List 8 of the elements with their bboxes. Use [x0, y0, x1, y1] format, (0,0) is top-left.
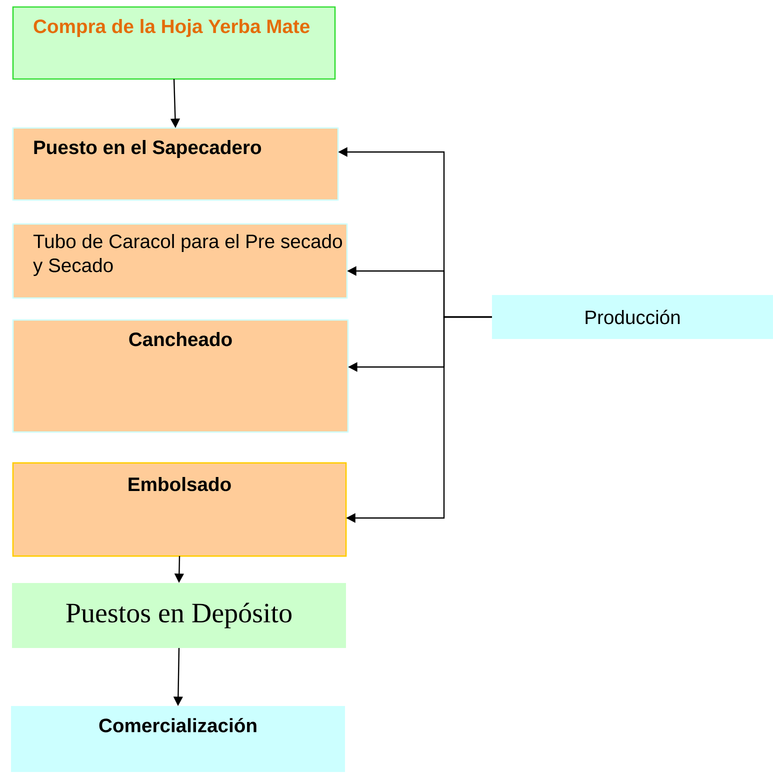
process-box: Comercialización: [11, 706, 345, 772]
process-box: Puesto en el Sapecadero: [12, 127, 339, 201]
process-box: Puestos en Depósito: [12, 582, 346, 648]
process-box: Embolsado: [12, 462, 347, 557]
process-box: Compra de la Hoja Yerba Mate: [12, 6, 336, 80]
process-box: Producción: [492, 295, 773, 339]
process-box: Cancheado: [12, 319, 349, 433]
process-box: Tubo de Caracol para el Pre secado y Secado: [12, 223, 348, 299]
